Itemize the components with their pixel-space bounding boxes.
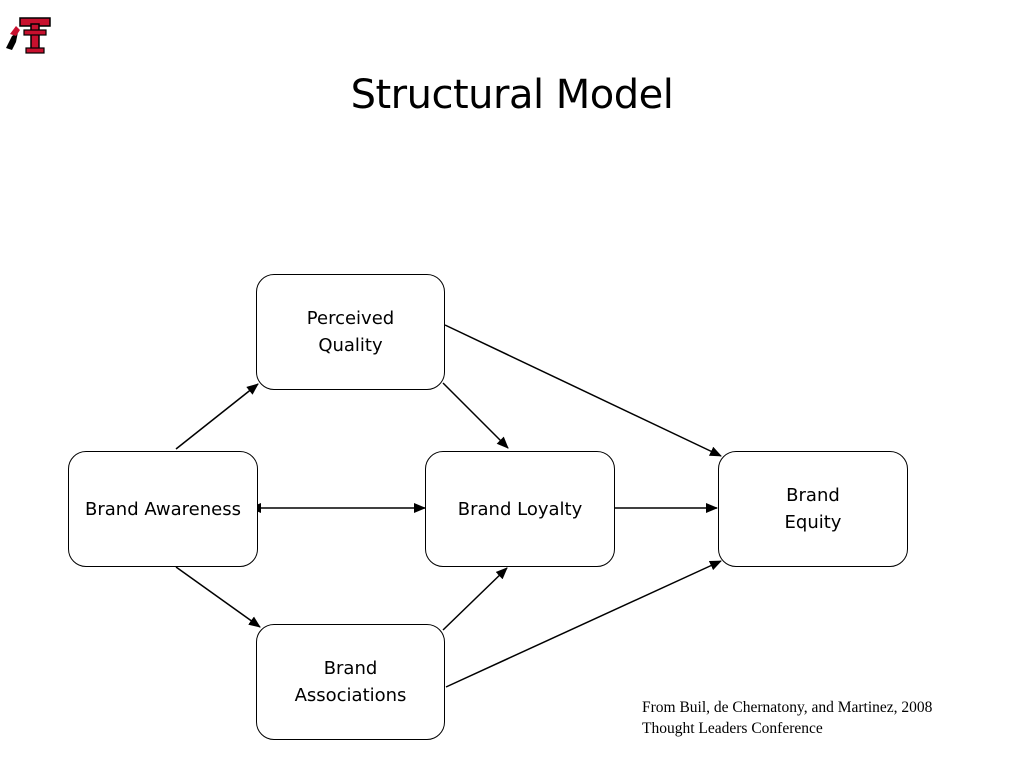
citation-line-1: From Buil, de Chernatony, and Martinez, … bbox=[642, 699, 933, 716]
node-brand-loyalty: Brand Loyalty bbox=[425, 451, 615, 567]
node-brand-equity: Brand Equity bbox=[718, 451, 908, 567]
node-label: Perceived Quality bbox=[306, 308, 395, 356]
slide-title: Structural Model bbox=[350, 72, 674, 118]
edge-awareness-to-perceived-quality bbox=[175, 383, 259, 450]
node-perceived-quality: Perceived Quality bbox=[256, 274, 445, 390]
edge-associations-to-loyalty bbox=[442, 567, 508, 631]
node-brand-awareness: Brand Awareness bbox=[68, 451, 258, 567]
edge-awareness-to-associations bbox=[175, 566, 261, 628]
node-label: Brand Equity bbox=[784, 485, 842, 533]
edge-perceived-quality-to-equity bbox=[444, 324, 722, 457]
node-label: Brand Associations bbox=[294, 658, 407, 706]
citation: From Buil, de Chernatony, and Martinez, … bbox=[642, 697, 1012, 739]
node-brand-associations: Brand Associations bbox=[256, 624, 445, 740]
node-label: Brand Loyalty bbox=[457, 498, 583, 520]
node-label: Brand Awareness bbox=[85, 498, 241, 520]
texas-tech-double-t-logo-icon bbox=[6, 17, 51, 54]
edge-associations-to-equity bbox=[445, 560, 722, 688]
citation-line-2: Thought Leaders Conference bbox=[642, 720, 823, 737]
edge-perceived-quality-to-loyalty bbox=[442, 382, 509, 449]
